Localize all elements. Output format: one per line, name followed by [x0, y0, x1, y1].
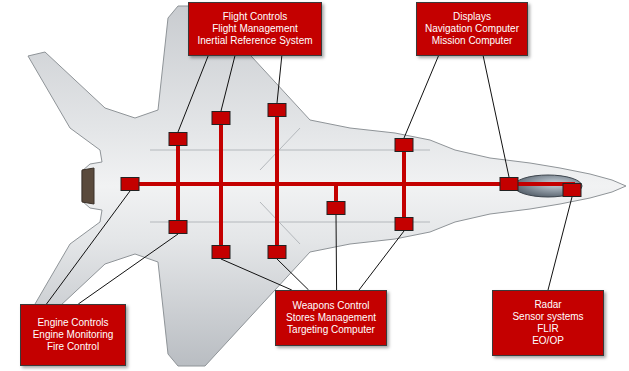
callout-text: Sensor systems — [512, 311, 583, 323]
leader-line — [548, 197, 572, 290]
leader-line — [277, 56, 282, 103]
callout-text: Radar — [534, 299, 561, 311]
avionics-unit — [169, 133, 187, 146]
callout-text: Fire Control — [47, 341, 99, 353]
leader-line — [359, 231, 404, 290]
callout-box: Flight ControlsFlight ManagementInertial… — [188, 2, 322, 56]
avionics-unit — [121, 178, 139, 191]
leader-line — [404, 56, 438, 138]
data-bus — [402, 145, 406, 224]
callout-text: Mission Computer — [432, 35, 513, 47]
avionics-unit — [169, 221, 187, 234]
callout-text: Engine Controls — [37, 317, 108, 329]
engine-nozzle — [82, 168, 94, 204]
callout-text: Navigation Computer — [425, 23, 519, 35]
callout-box: Engine ControlsEngine MonitoringFire Con… — [20, 304, 126, 366]
callout-text: EO/OP — [532, 335, 564, 347]
callout-text: Flight Management — [212, 23, 298, 35]
leader-line — [78, 234, 178, 304]
leader-line — [178, 56, 208, 132]
avionics-unit — [395, 139, 413, 152]
leader-line — [277, 259, 309, 290]
callout-text: Weapons Control — [292, 300, 369, 312]
leader-line — [483, 56, 509, 177]
data-bus — [219, 118, 223, 252]
avionics-unit — [268, 104, 286, 117]
callout-box: DisplaysNavigation ComputerMission Compu… — [416, 2, 528, 56]
avionics-unit — [563, 184, 581, 197]
callout-text: Inertial Reference System — [197, 35, 312, 47]
avionics-unit — [212, 246, 230, 259]
callout-text: Displays — [453, 11, 491, 23]
callout-text: Engine Monitoring — [33, 329, 114, 341]
callout-text: FLIR — [537, 323, 559, 335]
leader-line — [47, 191, 131, 304]
avionics-unit — [327, 202, 345, 215]
leader-line — [336, 215, 338, 290]
callout-text: Targeting Computer — [287, 324, 375, 336]
leader-line — [221, 56, 235, 111]
data-bus — [275, 110, 279, 252]
callout-box: Weapons ControlStores ManagementTargetin… — [275, 290, 387, 346]
data-bus — [176, 139, 180, 227]
callout-text: Stores Management — [286, 312, 376, 324]
avionics-unit — [395, 218, 413, 231]
avionics-unit — [268, 246, 286, 259]
avionics-unit — [500, 178, 518, 191]
callout-box: RadarSensor systemsFLIREO/OP — [492, 290, 604, 356]
avionics-unit — [212, 112, 230, 125]
callout-text: Flight Controls — [223, 11, 287, 23]
